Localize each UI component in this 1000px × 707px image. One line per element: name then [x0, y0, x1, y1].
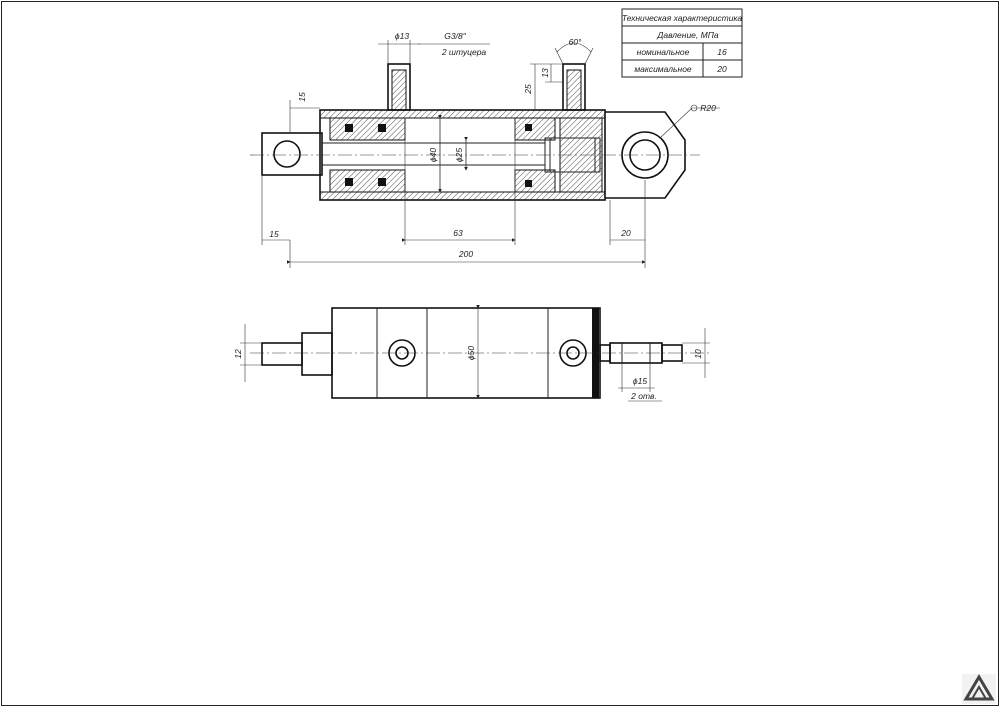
rod-eye-left [261, 132, 323, 176]
holes-note: 2 отв. [630, 391, 657, 401]
dim-shaft-width: 12 [233, 349, 243, 359]
gland [329, 117, 406, 141]
rod-eye-hole [273, 140, 301, 168]
piston [514, 117, 556, 141]
spec-max-label: максимальное [634, 64, 692, 74]
dim-bore-diameter: ϕ25 [454, 148, 464, 162]
spec-table-title: Техническая характеристика [622, 13, 743, 23]
dim-eye-offset: 20 [620, 228, 631, 238]
dim-port-height-13: 13 [540, 68, 550, 78]
spec-nominal-label: номинальное [637, 47, 690, 57]
spec-table: Техническая характеристика Давление, МПа… [621, 8, 743, 78]
dim-tip-width: 10 [693, 349, 703, 359]
dim-left-offset: 15 [269, 229, 279, 239]
spec-table-unit-row: Давление, МПа [656, 30, 718, 40]
bottom-dimensions: 12 ϕ50 ϕ15 2 отв. 10 [233, 305, 710, 402]
triangle-logo-icon [962, 674, 996, 704]
dim-hole-diameter: ϕ15 [633, 376, 647, 386]
dim-radius: R20 [700, 103, 716, 113]
top-dimensions: 15 15 63 20 200 ϕ40 ϕ25 ϕ13 G3/8" 2 штуц… [261, 31, 720, 268]
dim-stroke: 63 [453, 228, 463, 238]
dim-thread: G3/8" [444, 31, 466, 41]
dim-body-diameter: ϕ50 [466, 346, 476, 360]
dim-angle: 60° [569, 37, 582, 47]
cylinder-section-view [250, 63, 700, 245]
dim-port-height-25: 25 [523, 84, 533, 95]
spec-max-value: 20 [716, 64, 727, 74]
dim-port-diameter: ϕ13 [395, 31, 409, 41]
dim-rod-diameter: ϕ40 [428, 148, 438, 162]
shaft [261, 342, 303, 366]
cylinder-top-view [250, 307, 710, 399]
dim-overall-length: 200 [458, 249, 473, 259]
fittings-note: 2 штуцера [441, 47, 487, 57]
spec-nominal-value: 16 [717, 47, 727, 57]
dim-rod-offset: 15 [297, 92, 307, 102]
